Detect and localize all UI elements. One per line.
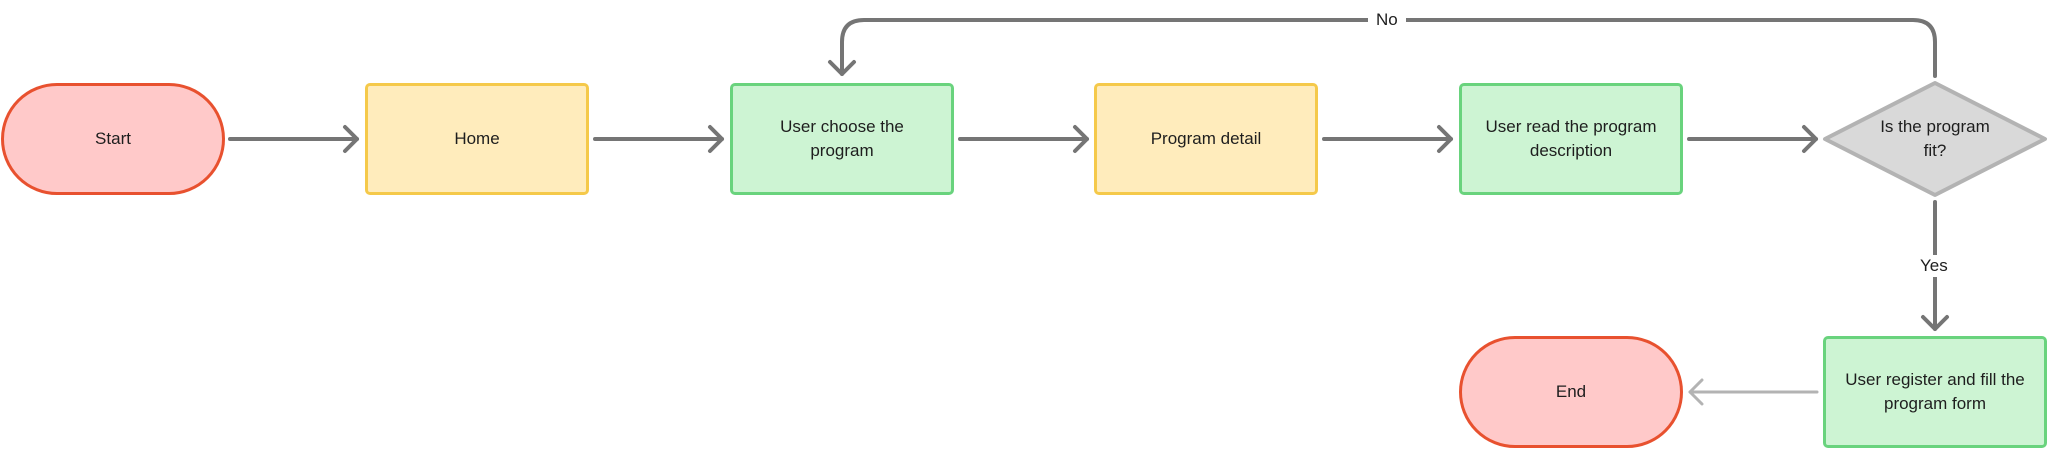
decision-node-label: Is the program fit? xyxy=(1880,117,1990,160)
program-detail-node-label: Program detail xyxy=(1150,129,1262,148)
home-node-label: Home xyxy=(454,129,500,148)
arrow-read-to-decision xyxy=(1687,125,1818,153)
decision-node: Is the program fit? xyxy=(1880,113,1990,165)
read-description-node: User read the program description xyxy=(1459,83,1683,195)
yes-edge-label: Yes xyxy=(1912,255,1956,277)
register-node-label: User register and fill the program form xyxy=(1845,370,2025,413)
choose-program-node: User choose the program xyxy=(730,83,954,195)
register-node: User register and fill the program form xyxy=(1823,336,2047,448)
arrow-start-to-home xyxy=(228,125,359,153)
program-detail-node: Program detail xyxy=(1094,83,1318,195)
decision-diamond xyxy=(1823,81,2047,197)
arrow-detail-to-read xyxy=(1322,125,1453,153)
choose-program-node-label: User choose the program xyxy=(780,117,904,160)
start-node: Start xyxy=(1,83,225,195)
start-node-label: Start xyxy=(95,129,131,148)
end-node-label: End xyxy=(1555,382,1587,401)
arrow-choose-to-detail xyxy=(958,125,1089,153)
no-edge-label: No xyxy=(1368,9,1406,31)
read-description-node-label: User read the program description xyxy=(1485,117,1657,160)
home-node: Home xyxy=(365,83,589,195)
end-node: End xyxy=(1459,336,1683,448)
arrow-home-to-choose xyxy=(593,125,724,153)
arrow-register-to-end xyxy=(1688,378,1819,406)
